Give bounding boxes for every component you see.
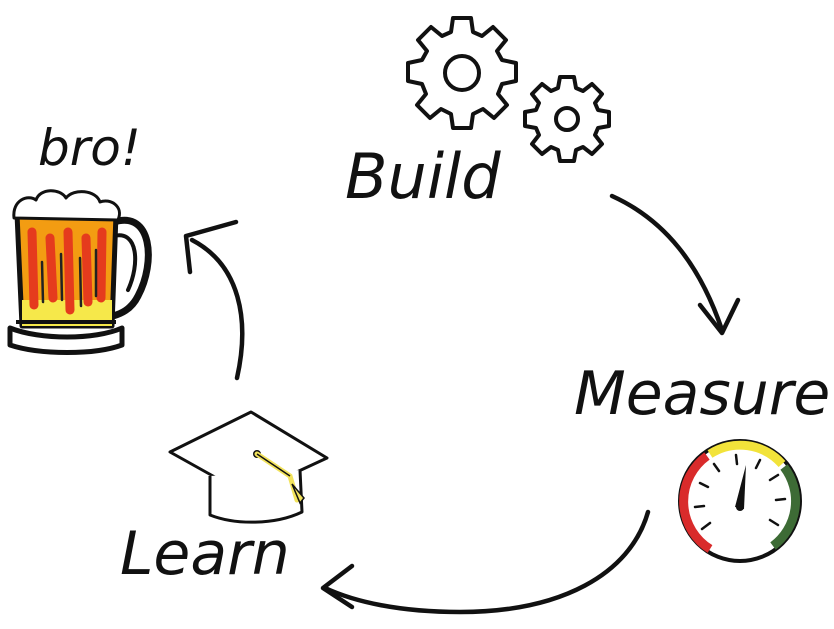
bro-label: bro! [38,119,141,177]
arrow-learn-to-bro [183,219,245,381]
build-label: Build [345,140,501,213]
learn-label: Learn [120,519,290,589]
gears-icon [406,16,611,163]
gauge-icon [678,439,802,563]
small-gear-icon [523,75,611,163]
arrow-build-to-measure [609,193,741,336]
measure-label: Measure [574,359,830,429]
arrow-measure-to-learn [320,509,651,615]
graduation-cap-icon [168,410,329,524]
large-gear-icon [406,16,518,130]
beer-mug-icon [7,189,152,355]
